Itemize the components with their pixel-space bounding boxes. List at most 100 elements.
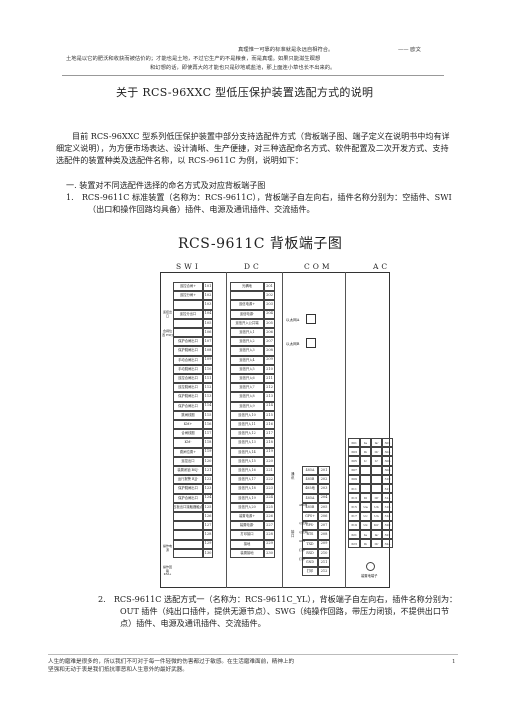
swi-terminal-number: 110 — [203, 364, 213, 374]
swi-terminal-label: 合闸线圈 — [173, 429, 203, 439]
swi-terminal-number: 117 — [203, 429, 213, 439]
list-item-1: 1. RCS-9611C 标准装置（名称为：RCS-9611C），背板端子自左向… — [66, 192, 452, 215]
ac-terminal-cell: Ib' — [371, 447, 382, 457]
com-terminal-number: 211 — [318, 558, 330, 568]
dc-terminal-number: 222 — [264, 475, 275, 485]
swi-terminal-label: 保护跳闸出口 — [173, 346, 203, 356]
swi-terminal-label — [173, 318, 203, 328]
com-side-label: 以太网 — [299, 530, 308, 534]
frame-divider-1 — [226, 272, 227, 588]
swi-terminal-number: 128 — [203, 530, 213, 540]
dc-terminal-number: 214 — [264, 401, 275, 411]
dc-terminal-label: 遥信开入19 — [230, 493, 264, 503]
dc-terminal-number: 211 — [264, 374, 275, 384]
com-terminal-label: 485A — [302, 493, 318, 503]
dc-terminal-number: 206 — [264, 328, 275, 338]
dc-terminal-number: 225 — [264, 502, 275, 512]
header-quote-line3: 和幻想的话，即使再大的才能也只是砂地或盐池，那上面连小草也长不出来的。 — [150, 65, 336, 71]
swi-terminal-number: 127 — [203, 521, 213, 531]
swi-terminal-number: 106 — [203, 328, 213, 338]
swi-group-label: 合闸位置 HWJ — [162, 329, 173, 337]
swi-terminal-number: 108 — [203, 346, 213, 356]
swi-terminal-number: 129 — [203, 539, 213, 549]
swi-terminal-number: 111 — [203, 374, 213, 384]
dc-terminal-label: 遥信开入12 — [230, 429, 264, 439]
footer-line-2: 坚强和无动于衷是我们抵抗罪恶和人生意外的最好武器。 — [48, 667, 188, 673]
com-terminal-number: 210 — [318, 548, 330, 558]
com-vlabel-2: 接口 — [291, 530, 295, 538]
swi-terminal-number: 105 — [203, 318, 213, 328]
swi-terminal-number: 103 — [203, 300, 213, 310]
ac-terminal-cell: 319 — [348, 520, 360, 530]
com-terminal-label: 485A — [302, 466, 318, 476]
swi-group-label: 遥控出口 — [162, 310, 172, 318]
swi-terminal-label: 手动合闸出口 — [173, 355, 203, 365]
com-terminal-number: 203 — [318, 484, 330, 494]
swi-terminal-number: 126 — [203, 512, 213, 522]
swi-terminal-number: 124 — [203, 493, 213, 503]
swi-terminal-label: 跳闸线圈 — [173, 410, 203, 420]
dc-terminal-label: 遥信开入10 — [230, 410, 264, 420]
com-terminal-number: 201 — [318, 466, 330, 476]
ac-terminal-cell: 305 — [348, 456, 360, 466]
swi-terminal-label — [173, 548, 203, 558]
swi-terminal-label — [173, 521, 203, 531]
frame-divider-2 — [282, 272, 283, 588]
ac-terminal-cell: Ia — [360, 530, 371, 540]
col-com-header: COM — [304, 262, 333, 271]
dc-terminal-number: 204 — [264, 309, 275, 319]
dc-terminal-number: 207 — [264, 337, 275, 347]
ac-terminal-cell: Ux — [360, 520, 371, 530]
dc-terminal-number: 205 — [264, 318, 275, 328]
dc-terminal-number: 217 — [264, 429, 275, 439]
swi-terminal-number: 109 — [203, 355, 213, 365]
ac-terminal-cell: 311 — [348, 484, 360, 494]
dc-terminal-label: 遥信开入2 — [230, 337, 264, 347]
swi-terminal-label: 保护合闸出口 — [173, 493, 203, 503]
ac-terminal-cell: 307 — [348, 465, 360, 475]
ac-terminal-cell — [360, 465, 371, 475]
swi-terminal-label: KM- — [173, 438, 203, 448]
swi-terminal-number: 102 — [203, 291, 213, 301]
footer-quote: 人生的磨难是很多的，所以我们不可对于每一件轻微的伤害都过于敏感。在生活磨难面前，… — [48, 658, 428, 674]
dc-terminal-number: 226 — [264, 512, 275, 522]
swi-terminal-label: 保护跳闸出口 — [173, 484, 203, 494]
swi-terminal-number: 119 — [203, 447, 213, 457]
dc-terminal-number: 219 — [264, 447, 275, 457]
swi-terminal-label: 运行报警 BJJ- — [173, 475, 203, 485]
footer-line-1: 人生的磨难是很多的，所以我们不可对于每一件轻微的伤害都过于敏感。在生活磨难面前，… — [48, 659, 295, 665]
ac-terminal-cell: 322 — [382, 530, 393, 540]
ethernet-port-b-icon — [306, 338, 316, 348]
swi-terminal-label — [173, 539, 203, 549]
swi-terminal-label: KM+ — [173, 420, 203, 430]
swi-terminal-label: 压板出口接触器触点 — [173, 502, 203, 512]
ac-terminal-cell — [360, 474, 371, 484]
dc-terminal-label: 遥信开入1 — [230, 328, 264, 338]
com-side-label: GPS — [299, 539, 306, 543]
ac-terminal-cell: Ua — [360, 502, 371, 512]
ac-terminal-cell: Ia' — [371, 438, 382, 448]
com-terminal-label: RTS — [302, 530, 318, 540]
dc-terminal-label: 遥信开入7 — [230, 383, 264, 393]
dc-terminal-label: 遥信开入13 — [230, 438, 264, 448]
ac-terminal-cell: 317 — [348, 511, 360, 521]
ethernet-port-a-icon — [306, 314, 316, 324]
ac-terminal-cell: Uc — [360, 511, 371, 521]
dc-terminal-number: 221 — [264, 466, 275, 476]
header-author: —— 欧文 — [398, 47, 421, 53]
com-terminal-label: 485B — [302, 475, 318, 485]
dc-terminal-number: 202 — [264, 291, 275, 301]
swi-group-label: 操作回路 KM+ — [162, 565, 172, 577]
dc-terminal-number: 212 — [264, 383, 275, 393]
ac-terminal-cell: 323 — [348, 539, 360, 549]
dc-terminal-number: 224 — [264, 493, 275, 503]
dc-terminal-label: 遥信开入14 — [230, 447, 264, 457]
com-terminal-label: GPS- — [302, 521, 318, 531]
ac-terminal-cell: 309 — [348, 474, 360, 484]
com-terminal-label: GPS+ — [302, 512, 318, 522]
dc-terminal-label: 遥信开入17 — [230, 475, 264, 485]
dc-terminal-label: 遥信开入20 — [230, 502, 264, 512]
dc-terminal-number: 203 — [264, 300, 275, 310]
swi-terminal-label — [173, 530, 203, 540]
dc-terminal-number: 218 — [264, 438, 275, 448]
